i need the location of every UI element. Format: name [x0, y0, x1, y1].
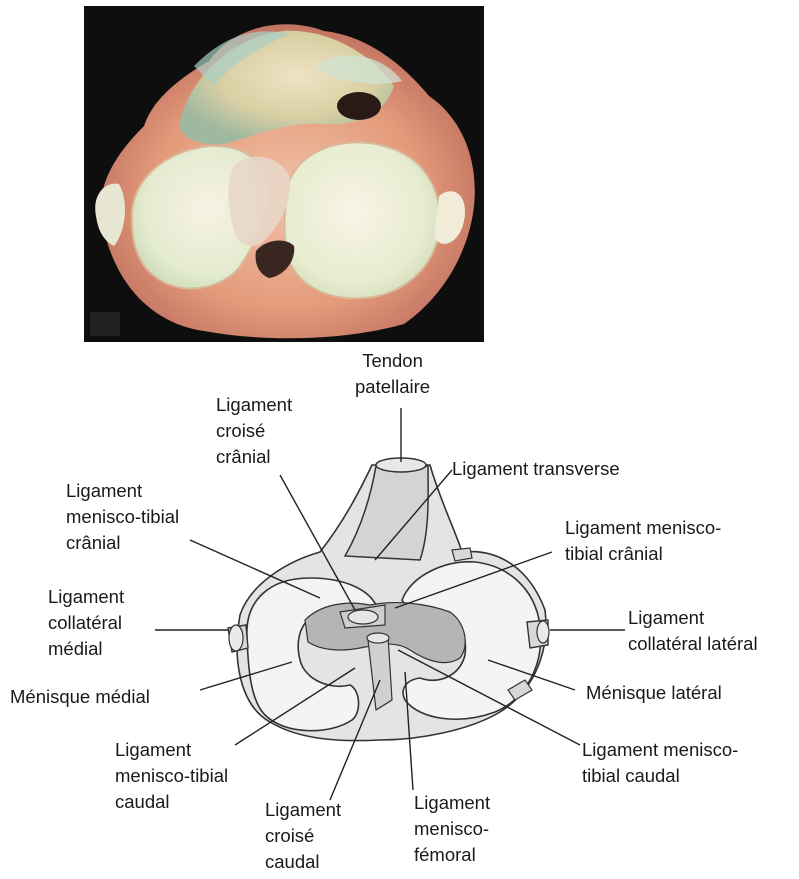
label-tendon-patellaire: Tendon patellaire	[355, 348, 430, 400]
leader-menisco-tibial-caudal-right	[398, 650, 580, 745]
specimen-photo	[84, 6, 484, 342]
medial-meniscus	[247, 578, 378, 731]
label-menisque-lateral: Ménisque latéral	[586, 680, 722, 706]
intercondylar-area	[305, 603, 465, 663]
label-ligament-menisco-femoral: Ligament menisco- fémoral	[414, 790, 490, 868]
label-ligament-collateral-medial: Ligament collatéral médial	[48, 584, 124, 662]
lateral-collateral-ligament	[452, 548, 549, 700]
specimen-photo-drawing	[84, 6, 484, 342]
leader-menisque-medial	[200, 662, 292, 690]
leader-menisco-tibial-caudal-left	[235, 668, 355, 745]
leader-menisque-lateral	[488, 660, 575, 690]
medial-collateral-ligament	[228, 625, 248, 652]
leader-ligament-transverse	[375, 470, 452, 560]
label-ligament-menisco-tibial-cranial-left: Ligament menisco-tibial crânial	[66, 478, 179, 556]
tibial-plateau	[237, 465, 546, 741]
label-ligament-menisco-tibial-caudal-left: Ligament menisco-tibial caudal	[115, 737, 228, 815]
leader-menisco-femoral	[405, 672, 413, 790]
caudal-cruciate-ligament	[367, 633, 392, 710]
label-ligament-transverse: Ligament transverse	[452, 456, 620, 482]
label-menisque-medial: Ménisque médial	[10, 684, 150, 710]
leader-ligament-croise-cranial	[280, 475, 355, 610]
leader-menisco-tibial-cranial-right	[395, 552, 552, 608]
leader-croise-caudal	[330, 680, 380, 800]
label-ligament-menisco-tibial-cranial-right: Ligament menisco- tibial crânial	[565, 515, 721, 567]
lateral-meniscus	[402, 562, 541, 719]
cranial-cruciate-ligament	[340, 605, 385, 628]
patellar-tendon	[345, 458, 428, 560]
leader-menisco-tibial-cranial-left	[190, 540, 320, 598]
label-ligament-croise-caudal: Ligament croisé caudal	[265, 797, 341, 875]
label-ligament-collateral-lateral: Ligament collatéral latéral	[628, 605, 758, 657]
label-ligament-croise-cranial: Ligament croisé crânial	[216, 392, 292, 470]
label-ligament-menisco-tibial-caudal-right: Ligament menisco- tibial caudal	[582, 737, 738, 789]
